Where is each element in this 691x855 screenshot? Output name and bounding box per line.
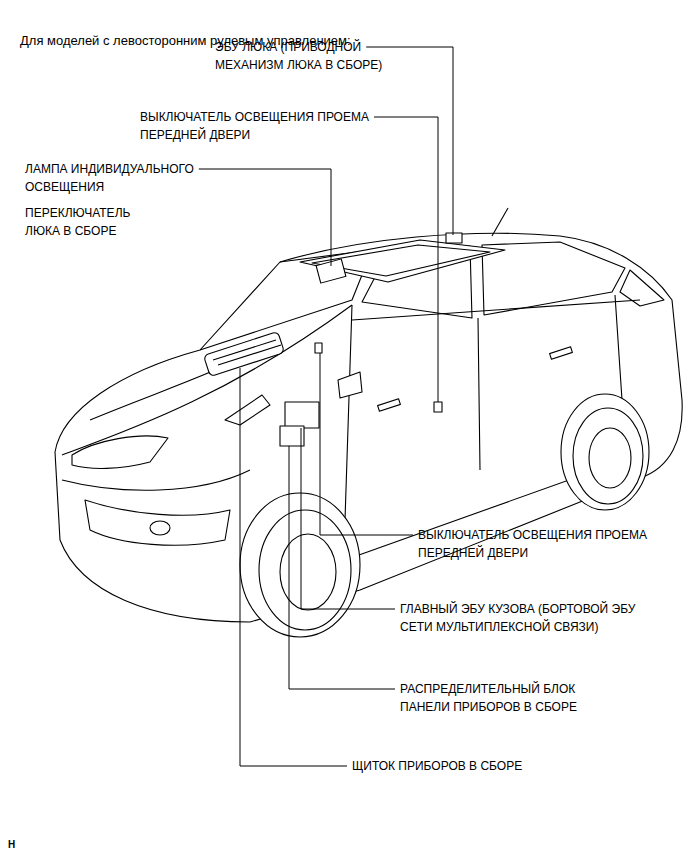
car-body — [55, 233, 682, 622]
junction-block — [280, 426, 304, 446]
rim — [589, 428, 631, 488]
door-courtesy-switch — [434, 402, 442, 412]
tire — [259, 510, 351, 630]
leader-line — [366, 47, 453, 235]
wheel-arch — [561, 394, 649, 510]
part-label: ЭБУ ЛЮКА (ПРИВОДНОЙ МЕХАНИЗМ ЛЮКА В СБОР… — [215, 38, 420, 74]
part-label: ГЛАВНЫЙ ЭБУ КУЗОВА (БОРТОВОЙ ЭБУ СЕТИ МУ… — [400, 600, 662, 636]
door-handle — [378, 399, 401, 412]
wheel-arch — [240, 493, 360, 637]
part-label: ПЕРЕКЛЮЧАТЕЛЬ ЛЮКА В СБОРЕ — [25, 204, 165, 240]
grille — [85, 500, 230, 545]
part-label: ВЫКЛЮЧАТЕЛЬ ОСВЕЩЕНИЯ ПРОЕМА ПЕРЕДНЕЙ ДВ… — [418, 526, 648, 562]
leader-line — [374, 117, 438, 402]
sunroof-ecu — [446, 233, 462, 243]
leader-line — [301, 428, 395, 609]
headlight — [72, 436, 168, 468]
rim — [280, 534, 336, 610]
figure-code: H — [8, 836, 15, 854]
leader-line — [199, 169, 331, 266]
leader-line — [320, 353, 413, 535]
leader-line — [289, 446, 395, 689]
main-body-ecu — [285, 402, 319, 428]
leader-line — [240, 368, 347, 766]
fog-light — [150, 521, 170, 535]
tire — [573, 408, 643, 504]
part-label: РАСПРЕДЕЛИТЕЛЬНЫЙ БЛОК ПАНЕЛИ ПРИБОРОВ В… — [400, 680, 622, 716]
hood-line — [62, 305, 352, 455]
part-label: ЛАМПА ИНДИВИДУАЛЬНОГО ОСВЕЩЕНИЯ — [25, 160, 240, 196]
combination-meter — [204, 331, 285, 376]
door-handle — [550, 347, 573, 360]
mirror — [338, 372, 362, 398]
antenna — [492, 208, 508, 236]
bumper-line — [62, 470, 250, 490]
part-label: ЩИТОК ПРИБОРОВ В СБОРЕ — [352, 757, 522, 775]
combination-meter-detail — [213, 340, 281, 365]
door-courtesy-switch — [315, 343, 322, 353]
part-label: ВЫКЛЮЧАТЕЛЬ ОСВЕЩЕНИЯ ПРОЕМА ПЕРЕДНЕЙ ДВ… — [140, 108, 370, 144]
side-window — [482, 242, 625, 315]
headlight — [225, 395, 270, 425]
belt-line — [352, 300, 640, 320]
